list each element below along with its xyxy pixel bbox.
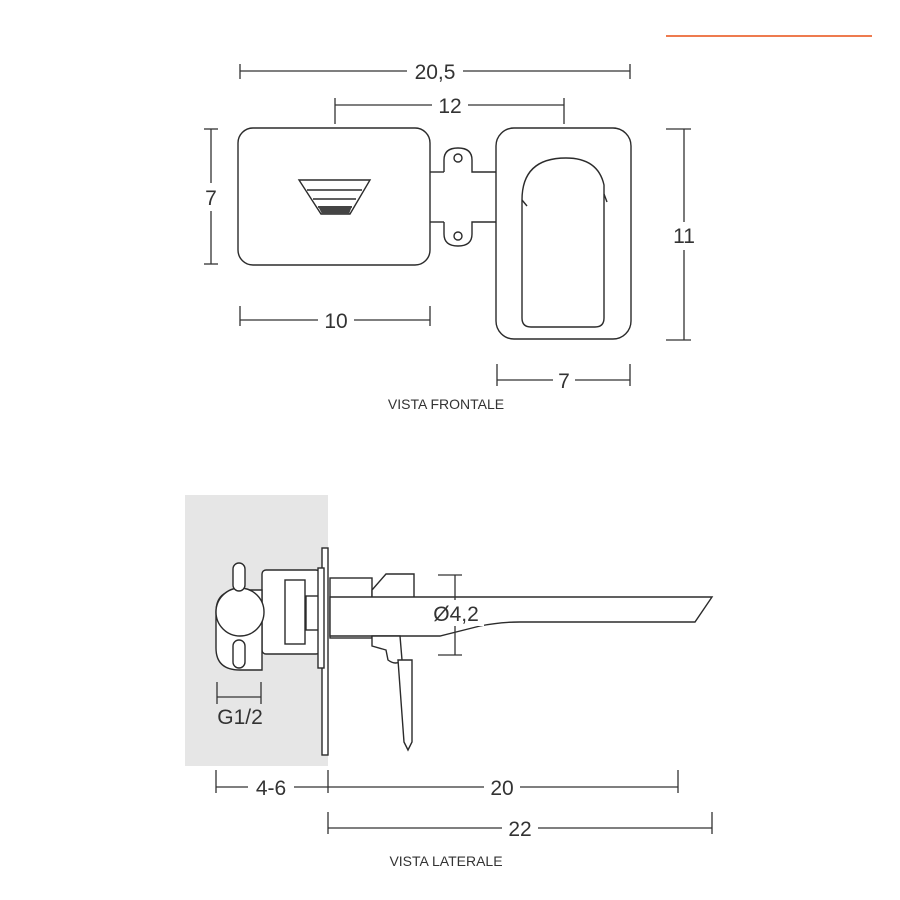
dim-overall-width: 20,5 [239, 58, 631, 84]
dim-spout-center: 12 [334, 92, 565, 124]
lever-handle [521, 157, 605, 328]
mounting-bracket [430, 147, 496, 247]
dim-total-projection-label: 22 [508, 818, 531, 841]
dim-lever-plate-width: 7 [496, 364, 631, 393]
dim-plate-height: 7 [199, 128, 223, 265]
dim-total-projection: 22 [327, 812, 713, 841]
spout-outlet [297, 179, 372, 215]
dim-lever-plate-height: 11 [666, 128, 700, 341]
front-view: 20,5 12 7 [199, 58, 700, 412]
spout-side [329, 573, 714, 752]
dim-depth-row: 4-6 20 [215, 770, 679, 800]
dim-connection-label: G1/2 [217, 706, 263, 729]
valve-body [215, 562, 325, 671]
dim-plate-width-label: 10 [324, 310, 347, 333]
front-view-caption: VISTA FRONTALE [388, 396, 504, 412]
dim-lever-plate-height-label: 11 [673, 225, 695, 248]
dim-spout-diameter: Ø4,2 [428, 574, 484, 656]
dim-plate-height-label: 7 [205, 187, 217, 210]
lever-plate [495, 127, 632, 340]
dim-lever-plate-width-label: 7 [558, 370, 570, 393]
dim-spout-diameter-label: Ø4,2 [433, 603, 479, 626]
dim-spout-projection-label: 20 [490, 777, 513, 800]
dim-wall-depth-label: 4-6 [256, 777, 286, 800]
dim-plate-width: 10 [239, 306, 431, 333]
dim-connection: G1/2 [216, 682, 263, 729]
side-view: Ø4,2 G1/2 4-6 20 22 VISTA L [185, 495, 714, 869]
side-view-caption: VISTA LATERALE [389, 853, 502, 869]
dim-overall-width-label: 20,5 [415, 61, 456, 84]
spout-plate [237, 127, 431, 266]
dim-spout-center-label: 12 [438, 95, 461, 118]
